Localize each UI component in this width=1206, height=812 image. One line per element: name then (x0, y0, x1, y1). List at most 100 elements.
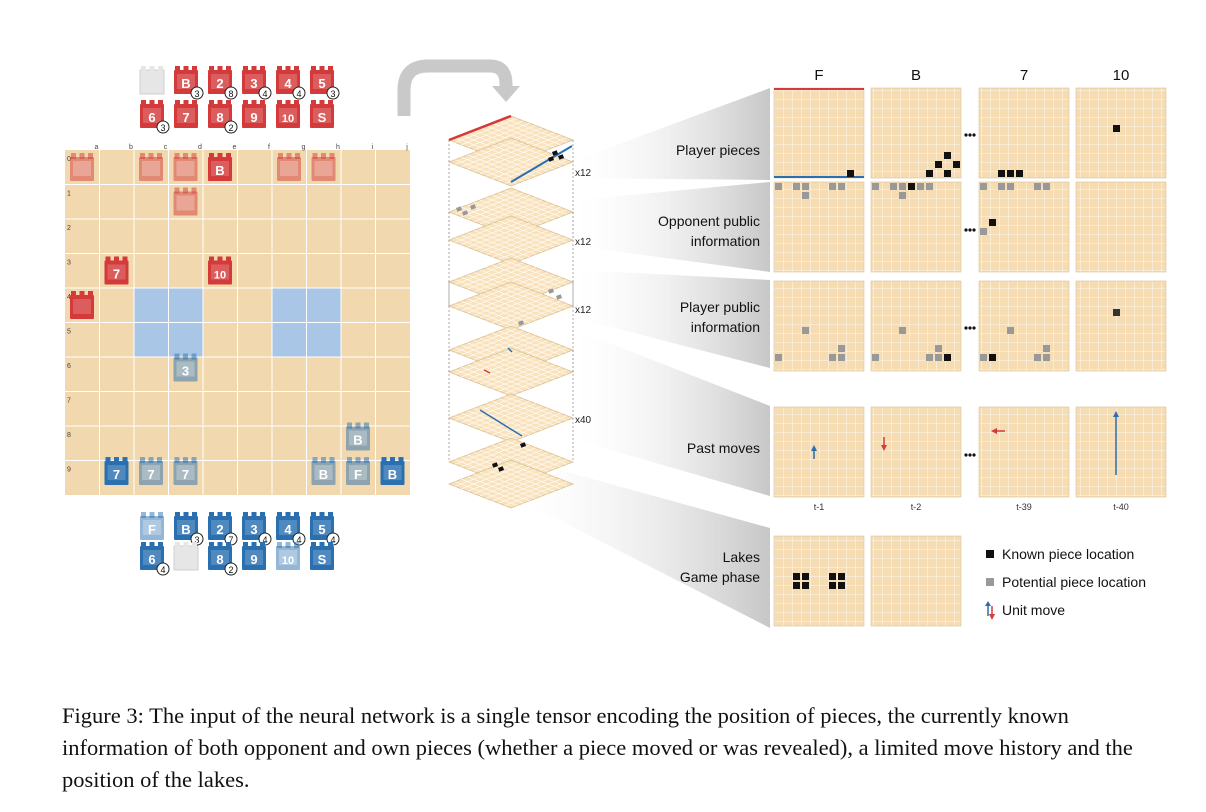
col-label: b (129, 144, 133, 151)
cell-mark (838, 582, 845, 589)
tensor-plane (447, 347, 575, 397)
row-label: 8 (67, 432, 71, 439)
red-piece: 10 (208, 256, 232, 285)
col-label: c (164, 144, 168, 151)
row-label: 2 (67, 225, 71, 232)
cell-mark (793, 573, 800, 580)
time-label: t-39 (1016, 502, 1032, 512)
red-piece (70, 153, 94, 181)
piece-count: 3 (194, 535, 199, 545)
piece-label: 9 (250, 110, 257, 125)
feature-plane (773, 87, 865, 179)
arrow-head (991, 428, 997, 434)
piece-label: 5 (318, 522, 325, 537)
piece-count: 3 (194, 89, 199, 99)
cell-mark (838, 573, 845, 580)
tray-piece: 7 (174, 100, 198, 128)
cell-mark (935, 161, 942, 168)
arrow-head (881, 445, 887, 451)
piece-count: 2 (228, 565, 233, 575)
tray-piece: 54 (310, 512, 340, 546)
plane-mark (547, 288, 555, 294)
tray-piece: 9 (242, 100, 266, 128)
piece-count: 4 (262, 535, 267, 545)
blue-piece: B (380, 457, 405, 486)
row-label: Player public (680, 299, 760, 315)
plane-mark (498, 466, 505, 472)
ellipsis-dot (964, 326, 968, 330)
piece-count: 3 (160, 123, 165, 133)
row-label: 1 (67, 191, 71, 198)
red-piece (277, 153, 301, 181)
empty-slot (139, 66, 165, 95)
row-label-2: information (691, 319, 760, 335)
col-label: d (198, 144, 202, 151)
black-square-icon (986, 550, 994, 558)
game-phase-plane (870, 535, 962, 627)
funnel (576, 182, 770, 272)
piece-label: B (181, 522, 190, 537)
cell-mark (847, 170, 854, 177)
row-label-2: information (691, 233, 760, 249)
cell-mark (1007, 327, 1014, 334)
arrows-icon (985, 601, 995, 620)
plane-mark (520, 442, 527, 448)
red-piece: 7 (104, 256, 129, 285)
tray-piece: 64 (140, 542, 170, 576)
blue-piece: 3 (173, 353, 198, 382)
col-label: i (372, 144, 374, 151)
stack-count-label: x12 (575, 305, 592, 316)
piece-count: 8 (228, 89, 233, 99)
legend-label: Potential piece location (1002, 574, 1146, 590)
ellipsis-dot (972, 228, 976, 232)
cell-mark (793, 183, 800, 190)
piece-count: 4 (262, 89, 267, 99)
feature-plane (978, 181, 1070, 273)
piece-label: 4 (284, 76, 292, 91)
time-label: t-1 (814, 502, 825, 512)
feature-plane (1075, 87, 1167, 179)
plane-mark (462, 210, 469, 216)
tray-piece: F (140, 512, 164, 540)
cell-mark (802, 183, 809, 190)
row-label-2: Game phase (680, 569, 760, 585)
col-label: f (268, 144, 270, 151)
piece-label: 10 (282, 113, 294, 125)
piece-label: B (215, 163, 224, 178)
piece-label: B (388, 467, 397, 482)
cell-mark (944, 354, 951, 361)
piece-label: 2 (216, 522, 223, 537)
feature-plane (773, 406, 865, 498)
piece-label: 7 (147, 467, 154, 482)
piece-count: 7 (228, 535, 233, 545)
row-label: 5 (67, 329, 71, 336)
legend-label: Unit move (1002, 602, 1065, 618)
feature-plane (870, 87, 962, 179)
feature-plane (1075, 181, 1167, 273)
cell-mark (1043, 345, 1050, 352)
cell-mark (802, 573, 809, 580)
piece-label: 2 (216, 76, 223, 91)
arrow-head (1113, 411, 1119, 417)
cell-mark (944, 170, 951, 177)
ellipsis-dot (968, 326, 972, 330)
move-arrow (483, 369, 491, 374)
cell-mark (980, 183, 987, 190)
row-label: Past moves (687, 440, 760, 456)
ellipsis-dot (968, 133, 972, 137)
tray-piece: 44 (276, 512, 306, 546)
empty-slot (173, 542, 199, 571)
tensor-plane (447, 281, 575, 331)
row-label: Lakes (723, 549, 760, 565)
col-label: g (302, 144, 306, 151)
cell-mark (989, 354, 996, 361)
tray-piece: 53 (310, 66, 340, 100)
feature-plane-grids (773, 87, 1167, 627)
plane-mark (518, 320, 525, 326)
gray-square-icon (986, 578, 994, 586)
ellipsis-dot (964, 453, 968, 457)
